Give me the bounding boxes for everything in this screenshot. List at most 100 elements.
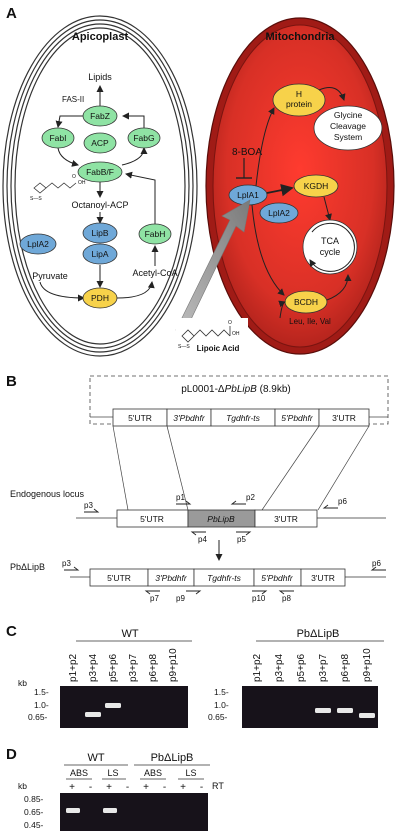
gel-right-ladder-3: 0.65- bbox=[208, 712, 228, 722]
ko-5utr-label: 5'UTR bbox=[107, 573, 131, 583]
gel-left-lane-label-4: p3+p7 bbox=[128, 653, 139, 682]
lipoic-structure bbox=[181, 326, 231, 343]
stage-ls-wt: LS bbox=[107, 768, 118, 778]
gel-left-lane-label-5: p6+p8 bbox=[148, 653, 159, 682]
lpla1-label: LplA1 bbox=[237, 190, 259, 200]
hprotein-node bbox=[272, 83, 326, 117]
ko-3pbdhfr-label: 3'Pbdhfr bbox=[155, 573, 188, 583]
panel-d: D WT PbΔLipB ABS LS ABS LS kb +-+-+-+- R… bbox=[6, 746, 224, 831]
rt-sign-3: + bbox=[106, 782, 112, 793]
gel-right-ladder-2: 1.0- bbox=[214, 700, 229, 710]
arrow-pyruvate-pdh bbox=[39, 281, 85, 302]
stage-abs-ko: ABS bbox=[144, 768, 162, 778]
rt-sign-4: - bbox=[126, 782, 129, 793]
lipa-node bbox=[82, 243, 118, 265]
gel-right bbox=[242, 686, 378, 728]
gel-right-lane-label-2: p3+p4 bbox=[274, 653, 285, 682]
acetylcoa-label: Acetyl-CoA bbox=[132, 268, 177, 278]
cassette-5pbdhfr-label: 5'Pbdhfr bbox=[281, 413, 314, 423]
aa-label: Leu, Ile, Val bbox=[289, 317, 331, 326]
mito-title: Mitochondria bbox=[265, 31, 335, 43]
rt-label: RT bbox=[212, 781, 224, 791]
fabg-node bbox=[127, 127, 161, 149]
primer-p7: p7 bbox=[150, 594, 159, 603]
gcs-node bbox=[313, 105, 383, 151]
apicoplast-oh-label: OH bbox=[78, 180, 86, 186]
lipb-node bbox=[82, 222, 118, 244]
apicoplast: Apicoplast Lipids FAS-II FabZ FabI ACP F… bbox=[2, 15, 198, 357]
endog-5utr-label: 5'UTR bbox=[140, 514, 164, 524]
primers-endog bbox=[84, 500, 338, 536]
arrow-fabh-fabbf bbox=[125, 171, 156, 224]
endogenous-locus: 5'UTR PbLipB 3'UTR bbox=[76, 509, 386, 528]
arrow-fabz-fabi bbox=[55, 115, 88, 128]
gel-left bbox=[60, 686, 188, 728]
boa-label: 8-BOA bbox=[232, 147, 262, 158]
rt-sign-1: + bbox=[69, 782, 75, 793]
apicoplast-membrane-3 bbox=[10, 23, 190, 349]
gcs-label-1: Glycine bbox=[334, 110, 363, 120]
arrow-lpla1-hprotein bbox=[255, 107, 275, 187]
endog-3utr bbox=[254, 509, 318, 528]
primer-p8: p8 bbox=[282, 594, 291, 603]
rt-ladder-2: 0.65- bbox=[24, 807, 44, 817]
endog-3utr-label: 3'UTR bbox=[274, 514, 298, 524]
primer-p3-endog: p3 bbox=[84, 501, 93, 510]
endog-pblipb-label: PbLipB bbox=[207, 514, 235, 524]
primers-ko bbox=[64, 566, 386, 595]
gel-right-bands bbox=[315, 708, 375, 718]
ko-3utr-label: 3'UTR bbox=[311, 573, 335, 583]
cassette-tgdhfr-label: Tgdhfr-ts bbox=[226, 413, 261, 423]
lpla2-mito-label: LplA2 bbox=[268, 208, 290, 218]
plasmid-box bbox=[89, 375, 389, 425]
ko-label: PbΔLipB bbox=[10, 562, 45, 572]
fabz-label: FabZ bbox=[90, 111, 110, 121]
gcs-label-3: System bbox=[334, 132, 362, 142]
lipoic-oh-label: OH bbox=[232, 331, 240, 337]
arrow-fabi-fabbf bbox=[57, 147, 79, 167]
cassette-3utr bbox=[318, 408, 370, 427]
stage-ls-ko: LS bbox=[185, 768, 196, 778]
gcs-label-2: Cleavage bbox=[330, 121, 366, 131]
hprotein-label-1: H bbox=[296, 89, 302, 99]
gel-right-lane-label-3: p5+p6 bbox=[296, 653, 307, 682]
gel-right-lane-label-6: p9+p10 bbox=[362, 648, 373, 682]
kgdh-node bbox=[293, 174, 339, 198]
gel-right-lane-label-1: p1+p2 bbox=[252, 653, 263, 682]
gel-left-bands bbox=[85, 703, 121, 717]
lipoic-box bbox=[176, 318, 248, 354]
ko-5pbdhfr-label: 5'Pbdhfr bbox=[261, 573, 294, 583]
primer-p2: p2 bbox=[246, 493, 255, 502]
rt-kb: kb bbox=[18, 781, 27, 791]
lpla2-apicoplast-label: LplA2 bbox=[27, 239, 49, 249]
arrow-bcdh-tca bbox=[326, 274, 352, 301]
gel-right-band-5 bbox=[337, 708, 353, 713]
acp-label: ACP bbox=[91, 138, 109, 148]
fabbf-label: FabB/F bbox=[86, 167, 114, 177]
gel-left-band-2 bbox=[85, 712, 101, 717]
gel-right-title: PbΔLipB bbox=[297, 628, 340, 640]
arrow-aa-bcdh bbox=[278, 300, 286, 319]
rt-gel bbox=[60, 793, 208, 831]
fabh-label: FabH bbox=[145, 229, 166, 239]
lipoic-o-label: O bbox=[228, 320, 232, 326]
fabi-label: FabI bbox=[49, 133, 66, 143]
rt-sign-2: - bbox=[89, 782, 92, 793]
gel-left-lane-label-2: p3+p4 bbox=[88, 653, 99, 682]
gel-left-ladder-1: 1.5- bbox=[34, 687, 49, 697]
primer-p3-ko: p3 bbox=[62, 559, 71, 568]
apicoplast-membrane-1 bbox=[2, 15, 198, 357]
panel-a: A Apicoplast Lipids FAS-II FabZ FabI bbox=[2, 5, 395, 357]
rt-ko-title: PbΔLipB bbox=[151, 752, 194, 764]
apicoplast-s-label: S—S bbox=[30, 196, 42, 202]
bcdh-label: BCDH bbox=[294, 297, 318, 307]
fabi-node bbox=[41, 127, 75, 149]
gel-right-lane-label-4: p3+p7 bbox=[318, 653, 329, 682]
panel-b: B pL0001-ΔPbLipB (8.9kb) 5'UTR 3'Pbdhfr … bbox=[6, 373, 389, 603]
gel-right-band-4 bbox=[315, 708, 331, 713]
arrow-lpla1-bcdh bbox=[251, 204, 285, 296]
rt-sign-8: - bbox=[200, 782, 203, 793]
stage-abs-wt: ABS bbox=[70, 768, 88, 778]
